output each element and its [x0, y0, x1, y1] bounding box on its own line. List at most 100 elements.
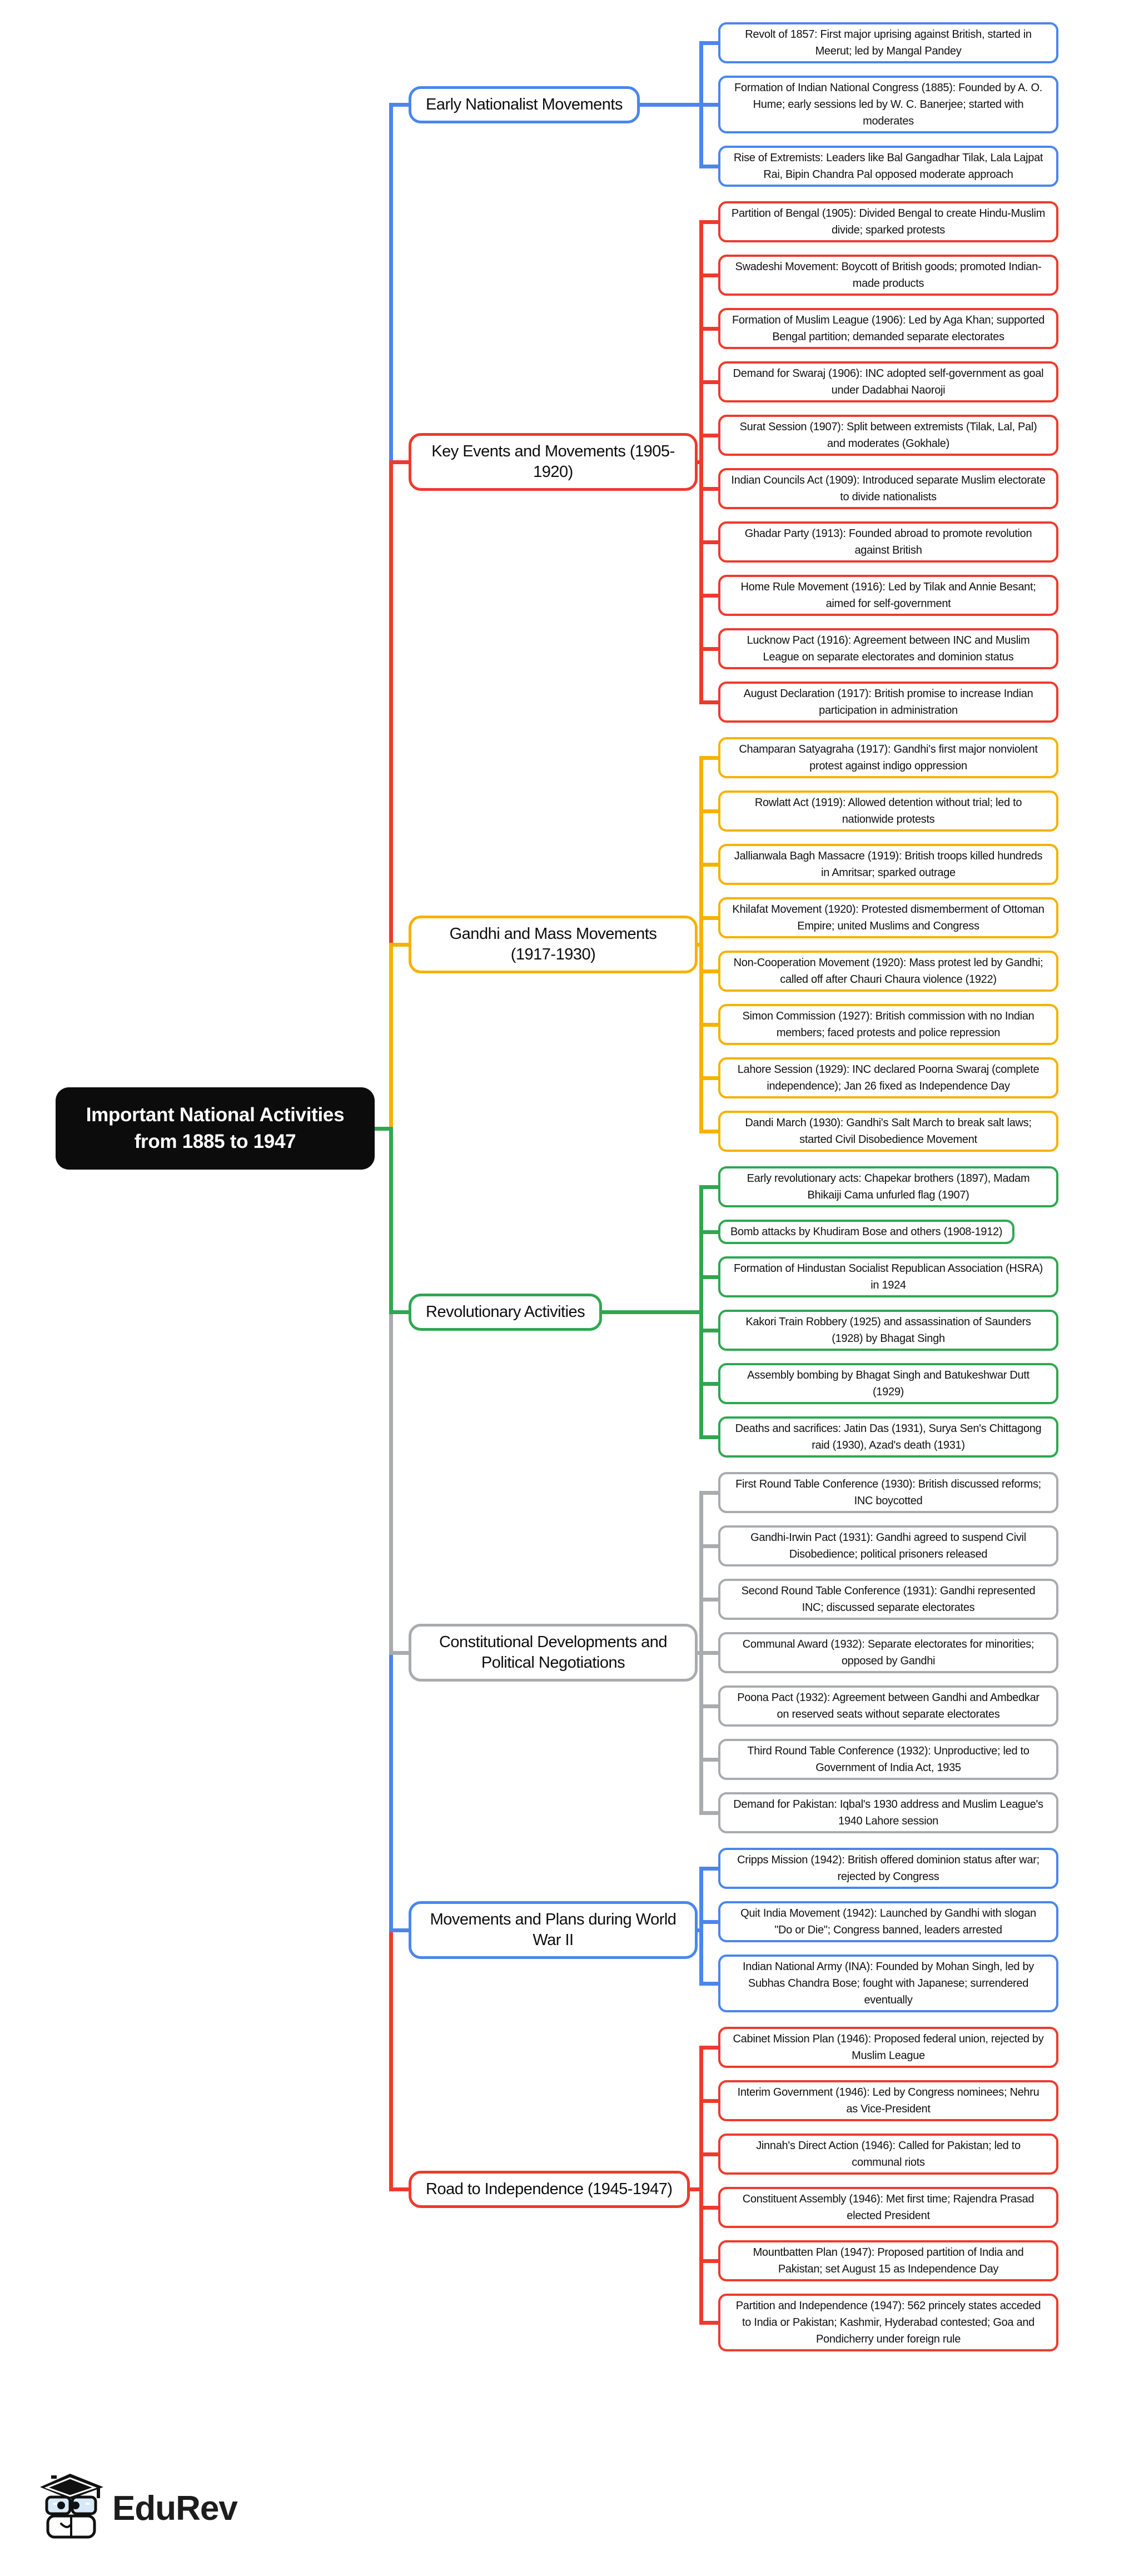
connector-line: [699, 380, 720, 384]
branch-row: Early Nationalist Movements Revolt of 185…: [409, 22, 1058, 187]
connector-line: [389, 460, 411, 464]
connector-line: [699, 2045, 703, 2325]
child-node: Mountbatten Plan (1947): Proposed partit…: [718, 2240, 1058, 2281]
edurev-logo: EduRev: [39, 2473, 238, 2544]
branch-label-column: Road to Independence (1945-1947): [409, 2170, 718, 2208]
connector-line: [389, 460, 393, 947]
connector-line: [699, 916, 720, 920]
connector-line: [699, 2259, 720, 2263]
connector-line: [389, 942, 393, 1131]
connector-line: [699, 700, 720, 704]
child-node: Partition and Independence (1947): 562 p…: [718, 2294, 1058, 2351]
child-node: Kakori Train Robbery (1925) and assassin…: [718, 1310, 1058, 1351]
child-node: Demand for Pakistan: Iqbal's 1930 addres…: [718, 1792, 1058, 1833]
connector-line: [699, 326, 720, 331]
child-node: Formation of Hindustan Socialist Republi…: [718, 1256, 1058, 1297]
connector-line: [699, 1981, 720, 1986]
connector-line: [699, 969, 720, 973]
child-node: Third Round Table Conference (1932): Unp…: [718, 1739, 1058, 1780]
connector-line: [699, 2098, 720, 2103]
child-node: Rowlatt Act (1919): Allowed detention wi…: [718, 790, 1058, 832]
connector-line: [389, 1310, 411, 1314]
connector-line: [699, 809, 720, 813]
connector-line: [699, 2045, 720, 2050]
connector-line: [699, 1650, 720, 1655]
connector-line: [600, 1310, 703, 1314]
child-node: Lucknow Pact (1916): Agreement between I…: [718, 628, 1058, 669]
connector-line: [699, 2205, 720, 2210]
child-node: Surat Session (1907): Split between extr…: [718, 415, 1058, 456]
child-node: Jallianwala Bagh Massacre (1919): Britis…: [718, 844, 1058, 885]
connector-line: [389, 2187, 411, 2191]
branches-column: Early Nationalist Movements Revolt of 185…: [409, 22, 1058, 2351]
children-column: Cripps Mission (1942): British offered d…: [718, 1848, 1058, 2012]
connector-line: [699, 1185, 703, 1439]
root-node: Important National Activities from 1885 …: [56, 1087, 375, 1170]
connector-line: [699, 1230, 720, 1234]
child-node: Rise of Extremists: Leaders like Bal Gan…: [718, 146, 1058, 187]
connector-line: [699, 1435, 720, 1439]
connector-line: [372, 1126, 393, 1131]
connector-line: [389, 1310, 393, 1655]
connector-line: [699, 862, 720, 867]
connector-line: [389, 102, 411, 107]
branch-label-column: Movements and Plans during World War II: [409, 1901, 718, 1959]
branch-label: Road to Independence (1945-1947): [409, 2170, 690, 2208]
child-node: Non-Cooperation Movement (1920): Mass pr…: [718, 951, 1058, 992]
branch-row: Constitutional Developments and Politica…: [409, 1472, 1058, 1833]
branch-row: Revolutionary Activities Early revolution…: [409, 1166, 1058, 1458]
child-node: Formation of Indian National Congress (1…: [718, 76, 1058, 133]
child-node: Cripps Mission (1942): British offered d…: [718, 1848, 1058, 1889]
connector-line: [699, 486, 720, 491]
branch-label: Key Events and Movements (1905-1920): [409, 433, 698, 491]
connector-line: [699, 1757, 720, 1762]
connector-line: [699, 1866, 703, 1986]
branch-label-column: Revolutionary Activities: [409, 1293, 718, 1331]
connector-line: [389, 1928, 411, 1932]
connector-line: [699, 2152, 720, 2156]
branch-row: Key Events and Movements (1905-1920) Part…: [409, 201, 1058, 723]
child-node: Early revolutionary acts: Chapekar broth…: [718, 1166, 1058, 1207]
connector-line: [699, 1381, 720, 1386]
child-node: Quit India Movement (1942): Launched by …: [718, 1901, 1058, 1942]
connector-line: [699, 1129, 720, 1133]
connector-line: [699, 41, 720, 45]
connector-line: [699, 433, 720, 437]
children-column: Revolt of 1857: First major uprising aga…: [718, 22, 1058, 187]
child-node: Dandi March (1930): Gandhi's Salt March …: [718, 1111, 1058, 1152]
connector-line: [389, 102, 393, 464]
branch-label: Gandhi and Mass Movements (1917-1930): [409, 916, 698, 973]
connector-line: [699, 220, 703, 704]
children-column: Partition of Bengal (1905): Divided Beng…: [718, 201, 1058, 723]
connector-line: [389, 942, 411, 947]
connector-line: [699, 102, 720, 107]
branch-row: Road to Independence (1945-1947) Cabinet …: [409, 2027, 1058, 2351]
connector-line: [699, 1811, 720, 1815]
child-node: Ghadar Party (1913): Founded abroad to p…: [718, 521, 1058, 563]
children-column: Early revolutionary acts: Chapekar broth…: [718, 1166, 1058, 1458]
child-node: Deaths and sacrifices: Jatin Das (1931),…: [718, 1416, 1058, 1458]
child-node: Interim Government (1946): Led by Congre…: [718, 2080, 1058, 2121]
child-node: Second Round Table Conference (1931): Ga…: [718, 1579, 1058, 1620]
connector-line: [699, 1022, 720, 1027]
connector-line: [699, 647, 720, 651]
child-node: Khilafat Movement (1920): Protested dism…: [718, 897, 1058, 938]
child-node: Simon Commission (1927): British commiss…: [718, 1004, 1058, 1045]
connector-line: [699, 1490, 720, 1495]
connector-line: [699, 1919, 720, 1924]
child-node: Partition of Bengal (1905): Divided Beng…: [718, 201, 1058, 242]
connector-line: [699, 273, 720, 277]
child-node: Indian Councils Act (1909): Introduced s…: [718, 468, 1058, 509]
connector-line: [699, 1185, 720, 1189]
branch-label: Early Nationalist Movements: [409, 86, 640, 123]
child-node: Lahore Session (1929): INC declared Poor…: [718, 1057, 1058, 1098]
connector-line: [699, 164, 720, 168]
connector-line: [699, 1544, 720, 1548]
child-node: First Round Table Conference (1930): Bri…: [718, 1472, 1058, 1513]
connector-line: [699, 755, 703, 1133]
connector-line: [389, 1650, 411, 1655]
child-node: Cabinet Mission Plan (1946): Proposed fe…: [718, 2027, 1058, 2068]
branch-label: Revolutionary Activities: [409, 1293, 603, 1331]
